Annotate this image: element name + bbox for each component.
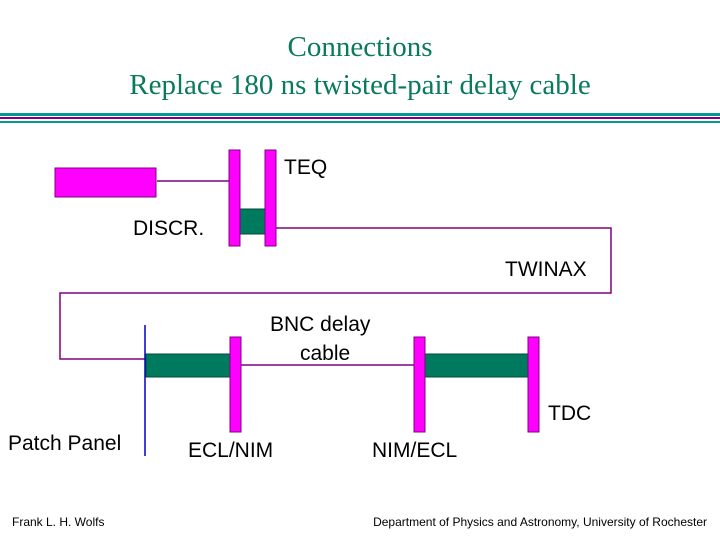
slide-title-line-1: Connections [287,31,433,63]
discr-label: DISCR. [133,217,205,240]
footer-affiliation: Department of Physics and Astronomy, Uni… [373,515,707,529]
footer-author: Frank L. H. Wolfs [12,515,105,529]
title-divider [0,113,720,123]
ecl-nim-module [229,336,242,433]
patch-panel-label: Patch Panel [8,432,122,455]
nim-ecl-module [413,336,426,433]
nim-ecl-tdc-cable [424,353,529,378]
discr-teq-connector [239,208,266,235]
tdc-module [527,336,540,433]
teq-module [264,149,277,247]
bnc-delay-label-line-1: BNC delay [270,313,371,336]
bnc-delay-label-line-2: cable [300,342,351,365]
input-module [54,167,157,198]
tdc-label: TDC [548,402,592,425]
twinax-label: TWINAX [505,258,587,281]
discr-module [228,149,241,247]
ecl-nim-label: ECL/NIM [188,439,274,462]
teq-label: TEQ [284,156,328,179]
nim-ecl-label: NIM/ECL [372,439,458,462]
slide-title-line-2: Replace 180 ns twisted-pair delay cable [129,69,591,101]
twinax-cable [59,227,612,360]
patch-panel-cable [145,353,231,378]
